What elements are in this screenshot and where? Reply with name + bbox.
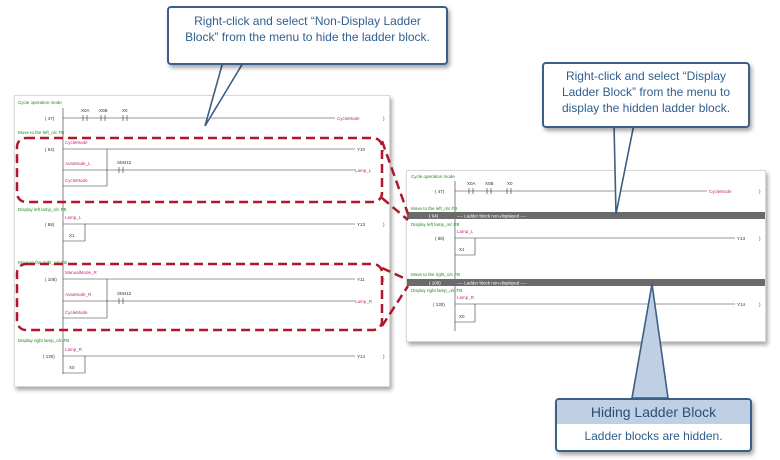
coil-label: Y13 bbox=[737, 236, 746, 241]
device-label: X0 bbox=[122, 108, 128, 113]
device-label: X0A bbox=[81, 108, 90, 113]
device-label: SM412 bbox=[117, 291, 132, 296]
coil-label: Y14 bbox=[737, 302, 746, 307]
device-label: CycleMode bbox=[65, 178, 88, 183]
step-number: ( 130) bbox=[433, 302, 445, 307]
left-ladder-diagram: Cycle operation mode ( 47) X0A X0B X0 Cy… bbox=[18, 100, 385, 374]
comment-cycle-mode: Cycle operation mode bbox=[411, 174, 455, 179]
coil-label: Y11 bbox=[357, 277, 365, 282]
device-label: X1 bbox=[459, 247, 465, 252]
device-label: CycleMode bbox=[65, 140, 88, 145]
step-number: ( 64) bbox=[45, 147, 55, 152]
comment-move-right: Move to the right_o/c FB bbox=[18, 260, 67, 265]
step-number: ( 88) bbox=[435, 236, 445, 241]
info-box-title: Hiding Ladder Block bbox=[557, 400, 750, 424]
device-label: X0 bbox=[507, 181, 513, 186]
step-number: ( 47) bbox=[435, 189, 445, 194]
info-box-description: Ladder blocks are hidden. bbox=[584, 429, 723, 443]
comment-display-right: Display right lamp_o/c FB bbox=[18, 338, 69, 343]
end-mark: ) bbox=[383, 354, 385, 359]
hidden-block-label: ---- Ladder block non-displayed ---- bbox=[457, 281, 527, 286]
step-number: ( 47) bbox=[45, 116, 55, 121]
callout-text-line: display the hidden ladder block. bbox=[561, 101, 731, 115]
end-mark: ) bbox=[383, 147, 385, 152]
coil-label: Y14 bbox=[357, 354, 366, 359]
callout-text-line: Right-click and select “Non-Display Ladd… bbox=[194, 14, 421, 28]
callout-hide-instruction: Right-click and select “Non-Display Ladd… bbox=[167, 6, 448, 65]
comment-move-left: Move to the left_o/c FB bbox=[18, 130, 64, 135]
end-mark: ) bbox=[759, 236, 761, 241]
callout-text-line: Ladder Block” from the menu to bbox=[561, 85, 731, 99]
hidden-block-bar-2[interactable] bbox=[407, 279, 765, 286]
device-label: X0B bbox=[99, 108, 108, 113]
device-label: ManualMode_R bbox=[65, 270, 98, 275]
end-mark: ) bbox=[759, 189, 761, 194]
comment-display-left: Display left lamp_o/c FB bbox=[18, 207, 67, 212]
device-label: Lamp_R bbox=[457, 295, 475, 300]
device-label: X0 bbox=[459, 314, 465, 319]
device-label: AutoMode_L bbox=[65, 161, 91, 166]
device-label: X0B bbox=[485, 181, 494, 186]
device-label: X0 bbox=[69, 365, 75, 370]
callout-display-instruction: Right-click and select “Display Ladder B… bbox=[542, 62, 750, 128]
device-label: X0A bbox=[467, 181, 476, 186]
end-mark: ) bbox=[383, 222, 385, 227]
comment-display-right: Display right lamp_o/c FB bbox=[411, 288, 462, 293]
info-box-hiding-ladder-block: Hiding Ladder Block Ladder blocks are hi… bbox=[555, 398, 752, 452]
step-number: ( 88) bbox=[45, 222, 55, 227]
coil-label: CycleMode bbox=[709, 189, 732, 194]
hidden-block-bar-1[interactable] bbox=[407, 212, 765, 219]
device-label: Lamp_L bbox=[457, 229, 474, 234]
coil-label: Lamp_R bbox=[355, 299, 373, 304]
right-ladder-diagram: Cycle operation mode ( 47) X0A X0B X0 Cy… bbox=[407, 174, 765, 331]
device-label: X1 bbox=[69, 233, 75, 238]
callout-text-line: Block” from the menu to hide the ladder … bbox=[185, 30, 430, 44]
coil-label: CycleMode bbox=[337, 116, 360, 121]
step-number: ( 130) bbox=[43, 354, 55, 359]
coil-label: Y10 bbox=[357, 147, 366, 152]
comment-move-left: Move to the left_o/c FB bbox=[411, 206, 457, 211]
step-number: ( 106) bbox=[45, 277, 57, 282]
device-label: AutoMode_R bbox=[65, 292, 92, 297]
device-label: Lamp_R bbox=[65, 347, 83, 352]
step-number: ( 64) bbox=[429, 214, 439, 219]
comment-display-left: Display left lamp_o/c FB bbox=[411, 222, 460, 227]
callout-text-line: Right-click and select “Display bbox=[565, 69, 727, 83]
right-ladder-panel[interactable]: Cycle operation mode ( 47) X0A X0B X0 Cy… bbox=[406, 170, 766, 342]
coil-label: Lamp_L bbox=[355, 168, 372, 173]
end-mark: ) bbox=[383, 116, 385, 121]
left-ladder-panel[interactable]: Cycle operation mode ( 47) X0A X0B X0 Cy… bbox=[14, 95, 390, 387]
end-mark: ) bbox=[383, 277, 385, 282]
comment-cycle-mode: Cycle operation mode bbox=[18, 100, 62, 105]
step-number: ( 106) bbox=[429, 281, 441, 286]
end-mark: ) bbox=[759, 302, 761, 307]
device-label: Lamp_L bbox=[65, 215, 82, 220]
coil-label: Y13 bbox=[357, 222, 366, 227]
comment-move-right: Move to the right_o/c FB bbox=[411, 272, 460, 277]
device-label: CycleMode bbox=[65, 310, 88, 315]
hidden-block-label: ---- Ladder block non-displayed ---- bbox=[457, 214, 527, 219]
device-label: SM412 bbox=[117, 160, 132, 165]
